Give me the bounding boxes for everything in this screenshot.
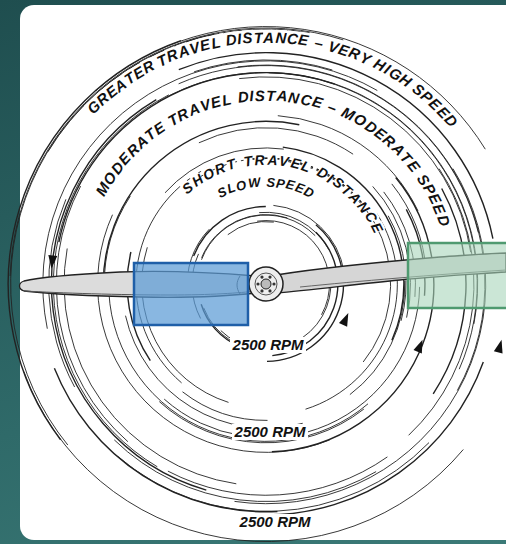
arrowhead [48,255,57,268]
speed-line [259,212,329,249]
speed-line [98,215,330,453]
speed-line [10,28,343,276]
card-panel [20,5,506,540]
rpm-label: 2500 RPM [230,337,307,354]
speed-line [283,147,404,340]
arc-letter: D [237,88,250,106]
speed-line [96,27,485,150]
speed-line [48,29,310,152]
hub [249,267,283,301]
bolt-hole [260,289,263,292]
arc-letter: N [275,30,287,47]
bolt-hole [268,289,271,292]
hub-center [261,279,271,289]
speed-line [179,53,493,239]
speed-line [194,207,266,257]
arc-letter: T [266,87,276,104]
arc-letter: W [247,176,261,192]
arc-letter: A [267,152,278,168]
speed-line [273,205,344,272]
speed-line [183,392,268,421]
speed-line [199,128,353,155]
arc-letter: S [255,87,266,104]
speed-line [202,215,316,260]
arc-letter [261,176,265,190]
speed-line [59,73,335,243]
arc-letter: R [254,153,265,169]
arc-letter: S [266,176,275,191]
arc-letter: T [253,29,263,46]
highlight-box-blue [134,263,248,325]
arc-letter: A [276,88,288,105]
bolt-holes [256,275,275,292]
speed-line [11,34,215,445]
speed-line [24,372,463,542]
speed-line [239,77,471,252]
arc-letter [236,155,243,171]
arrowhead [494,340,503,354]
speed-line [8,41,181,440]
speed-line [114,440,376,502]
speed-line [284,161,391,362]
speed-line [179,66,479,233]
arc-letter: I [249,88,254,105]
highlight-box-green [408,243,506,308]
direction-arrows [48,255,502,354]
rpm-label: 2500 RPM [232,424,309,441]
bolt-hole [272,282,275,285]
bolt-hole [256,282,259,285]
arc-letter: T [242,153,253,169]
hub-ring [255,273,277,295]
arrowhead [413,340,422,354]
speed-line [306,214,398,410]
bolt-hole [260,275,263,278]
bolt-hole [268,275,271,278]
speed-line [56,186,128,442]
arrowhead [339,313,348,327]
rpm-label: 2500 RPM [237,514,314,531]
speed-line [278,116,418,211]
arc-letter: S [242,30,253,47]
speed-line [202,215,288,258]
speed-line [168,457,388,495]
arc-letter: V [278,153,289,170]
speed-line [228,222,274,235]
arc-letter: A [263,29,274,46]
arc-letter: O [235,178,248,194]
